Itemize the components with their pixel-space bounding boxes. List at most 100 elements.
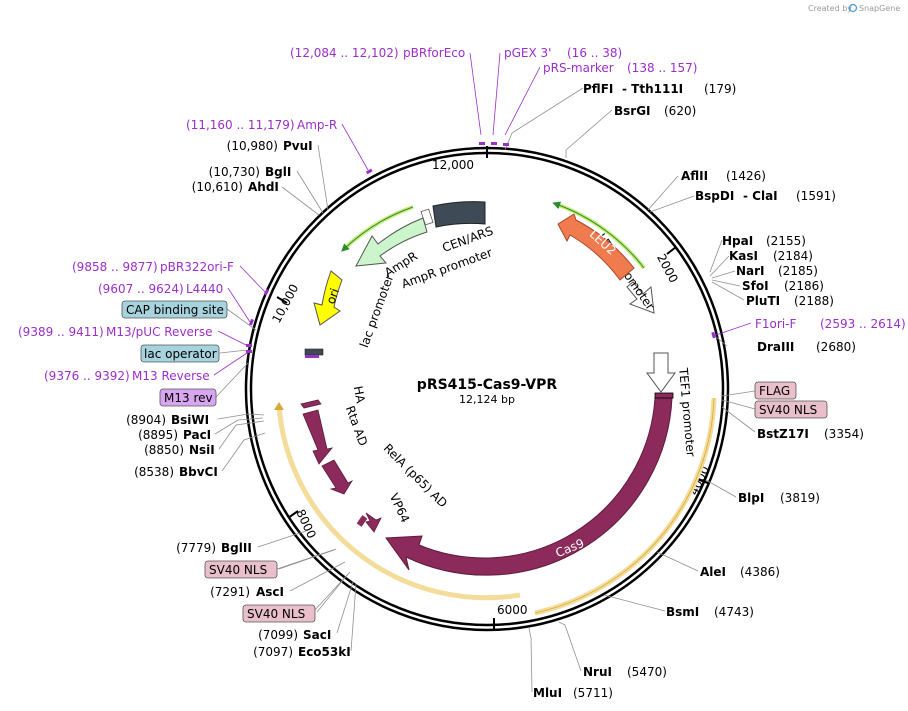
svg-text:AflII: AflII (681, 169, 708, 183)
enzyme-NruI: NruI (5470) (583, 665, 667, 679)
svg-text:(7291): (7291) (210, 585, 250, 599)
svg-text:pGEX 3': pGEX 3' (504, 46, 551, 60)
leu2-promoter-feature (626, 281, 655, 314)
snapgene-logo-icon (848, 3, 858, 13)
primer-pGEX3: pGEX 3' (16 .. 38) (504, 46, 622, 60)
tick-label-2000: 2000 (654, 252, 681, 286)
svg-text:AhdI: AhdI (248, 180, 279, 194)
svg-text:BsrGI: BsrGI (614, 104, 651, 118)
enzyme-MluI: MluI (5711) (533, 686, 613, 700)
svg-text:BglI: BglI (265, 165, 291, 179)
box-sv40-nls-left2: SV40 NLS (242, 604, 316, 623)
cas9-feature (385, 397, 673, 576)
enzyme-BstZ17I: BstZ17I (3354) (757, 427, 864, 441)
svg-text:M13 Reverse: M13 Reverse (132, 369, 210, 383)
svg-text:BspDI: BspDI (695, 189, 734, 203)
svg-text:(620): (620) (664, 104, 696, 118)
svg-text:PvuI: PvuI (283, 139, 313, 153)
svg-text:(10,730): (10,730) (209, 165, 260, 179)
svg-text:L4440: L4440 (186, 282, 223, 296)
enzyme-PluTI: PluTI (2188) (746, 294, 834, 308)
box-m13-rev: M13 rev (159, 388, 217, 407)
svg-text:(5711): (5711) (573, 686, 613, 700)
svg-text:(5470): (5470) (627, 665, 667, 679)
svg-text:SV40 NLS: SV40 NLS (759, 403, 817, 417)
plasmid-name: pRS415-Cas9-VPR (417, 377, 558, 393)
lac-promoter-label: lac promoter (357, 272, 396, 349)
tick-mark-4000 (696, 478, 709, 484)
credit-text: Created by (808, 4, 852, 13)
svg-text:(4743): (4743) (714, 605, 754, 619)
vp64-label: VP64 (387, 491, 413, 525)
svg-text:(16 .. 38): (16 .. 38) (567, 46, 622, 60)
enzyme-NarI: NarI (2185) (736, 264, 818, 278)
svg-text:BglII: BglII (221, 541, 252, 555)
svg-text:Amp-R: Amp-R (297, 118, 337, 132)
svg-text:(12,084 .. 12,102): (12,084 .. 12,102) (290, 46, 399, 60)
primer-pRS-marker: pRS-marker (138 .. 157) (543, 61, 697, 75)
svg-text:Eco53kI: Eco53kI (298, 645, 351, 659)
svg-text:BsiWI: BsiWI (171, 413, 209, 427)
svg-text:SfoI: SfoI (742, 279, 769, 293)
orf-arc-right-edge (534, 397, 715, 614)
tef1-promoter-label: TEF1 promoter (676, 366, 698, 457)
svg-text:MluI: MluI (533, 686, 562, 700)
box-flag: FLAG (754, 381, 797, 400)
svg-text:BstZ17I: BstZ17I (757, 427, 809, 441)
enzyme-BglI: (10,730) BglI (209, 165, 292, 179)
svg-text:AleI: AleI (700, 565, 726, 579)
svg-text:(8895): (8895) (138, 428, 178, 442)
svg-text:PflFI: PflFI (583, 82, 613, 96)
ori-feature (313, 270, 343, 326)
svg-text:pBRforEco: pBRforEco (403, 46, 465, 60)
svg-text:SV40 NLS: SV40 NLS (247, 607, 305, 621)
svg-text:(9607 .. 9624): (9607 .. 9624) (98, 282, 184, 296)
tick-label-12000: 12,000 (432, 158, 474, 172)
svg-text:pBR322ori-F: pBR322ori-F (160, 260, 234, 274)
svg-text:(7099): (7099) (258, 628, 298, 642)
box-lac-operator: lac operator (140, 344, 220, 363)
primer-marks (246, 142, 716, 353)
svg-text:F1ori-F: F1ori-F (755, 317, 796, 331)
svg-text:(2185): (2185) (778, 264, 818, 278)
svg-text:(9376 .. 9392): (9376 .. 9392) (44, 369, 130, 383)
svg-text:(2155): (2155) (766, 234, 806, 248)
svg-text:(1591): (1591) (796, 189, 836, 203)
enzyme-KasI: KasI (2184) (729, 249, 813, 263)
box-sv40-nls-right: SV40 NLS (754, 400, 828, 419)
orf-arc-left-arrowhead (274, 402, 284, 410)
svg-text:PacI: PacI (183, 428, 211, 442)
enzyme-BsrGI: BsrGI (620) (614, 104, 696, 118)
tick-mark-2000 (666, 246, 677, 255)
enzyme-PacI: (8895) PacI (138, 428, 211, 442)
svg-text:PluTI: PluTI (746, 294, 780, 308)
enzyme-AscI: (7291) AscI (210, 585, 284, 599)
svg-text:FLAG: FLAG (759, 384, 790, 398)
primer-pBRforEco: (12,084 .. 12,102) pBRforEco (290, 46, 465, 60)
svg-text:(2680): (2680) (816, 340, 856, 354)
leu2-orf-line (552, 201, 645, 269)
svg-text:(2593 .. 2614): (2593 .. 2614) (820, 317, 906, 331)
rta-ad-feature (302, 409, 334, 465)
ha-feature (300, 399, 322, 409)
svg-text:(4386): (4386) (740, 565, 780, 579)
enzyme-Eco53kI: (7097) Eco53kI (253, 645, 351, 659)
svg-text:SV40 NLS: SV40 NLS (209, 563, 267, 577)
enzyme-HpaI: HpaI (2155) (722, 234, 806, 248)
svg-text:BbvCI: BbvCI (179, 465, 218, 479)
enzyme-BlpI: BlpI (3819) (738, 491, 820, 505)
svg-text:(11,160 .. 11,179): (11,160 .. 11,179) (186, 118, 295, 132)
svg-text:(7779): (7779) (176, 541, 216, 555)
svg-text:CAP binding site: CAP binding site (126, 303, 224, 317)
svg-text:(3354): (3354) (824, 427, 864, 441)
enzyme-SfoI: SfoI (2186) (742, 279, 824, 293)
tick-mark-8000 (287, 510, 299, 519)
cen-ars-feature (432, 201, 486, 228)
svg-text:(8904): (8904) (126, 413, 166, 427)
enzyme-BsmI: BsmI (4743) (666, 605, 754, 619)
orf-arc-left (276, 405, 521, 601)
cas9-label: Cas9 (553, 536, 586, 560)
enzyme-BbvCI: (8538) BbvCI (134, 465, 218, 479)
primer-Amp-R: (11,160 .. 11,179) Amp-R (186, 118, 337, 132)
